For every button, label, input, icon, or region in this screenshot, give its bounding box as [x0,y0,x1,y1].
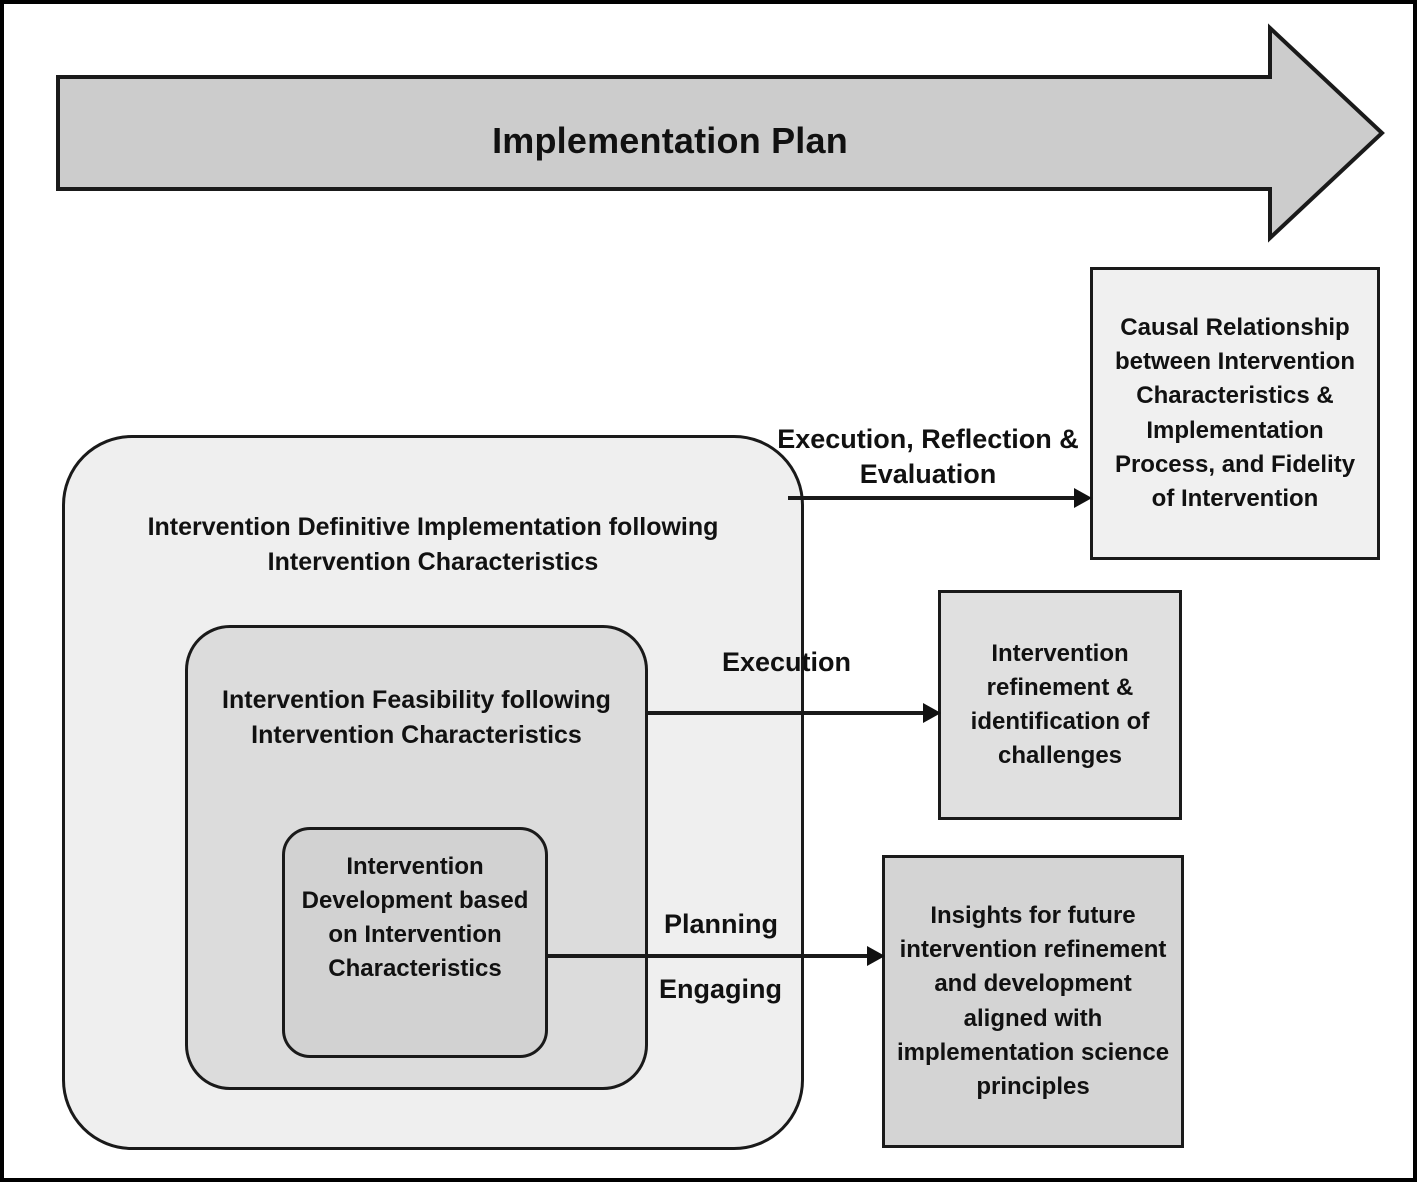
right-arrow-banner-icon [56,23,1385,243]
outcome-future-insights: Insights for future intervention refinem… [882,855,1184,1148]
outcome-causal-relationship-text: Causal Relationship between Intervention… [1114,314,1356,512]
connector-execution-reflection-evaluation [788,485,1093,511]
connector-execution [646,700,942,726]
arrow-right-icon [646,703,941,723]
implementation-plan-banner: Implementation Plan [55,22,1385,244]
arrow-right-icon [788,488,1092,508]
connector-label-execution-reflection-evaluation: Execution, Reflection & Evaluation [777,424,1079,489]
connector-label-execution: Execution [722,647,852,677]
outcome-intervention-refinement: Intervention refinement & identification… [938,590,1182,820]
arrow-right-icon [546,946,885,966]
outcome-future-insights-text: Insights for future intervention refinem… [896,902,1170,1100]
banner-title: Implementation Plan [492,120,848,161]
stage-development-title: Intervention Development based on Interv… [301,853,529,983]
stage-definitive-implementation-title: Intervention Definitive Implementation f… [147,513,719,576]
connector-label-planning: Planning [664,909,778,939]
outcome-intervention-refinement-text: Intervention refinement & identification… [970,639,1150,770]
stage-development: Intervention Development based on Interv… [282,827,548,1058]
outcome-causal-relationship: Causal Relationship between Intervention… [1090,267,1380,560]
connector-label-engaging: Engaging [659,974,782,1004]
connector-planning-engaging [546,943,886,969]
stage-feasibility-title: Intervention Feasibility following Inter… [222,686,611,749]
